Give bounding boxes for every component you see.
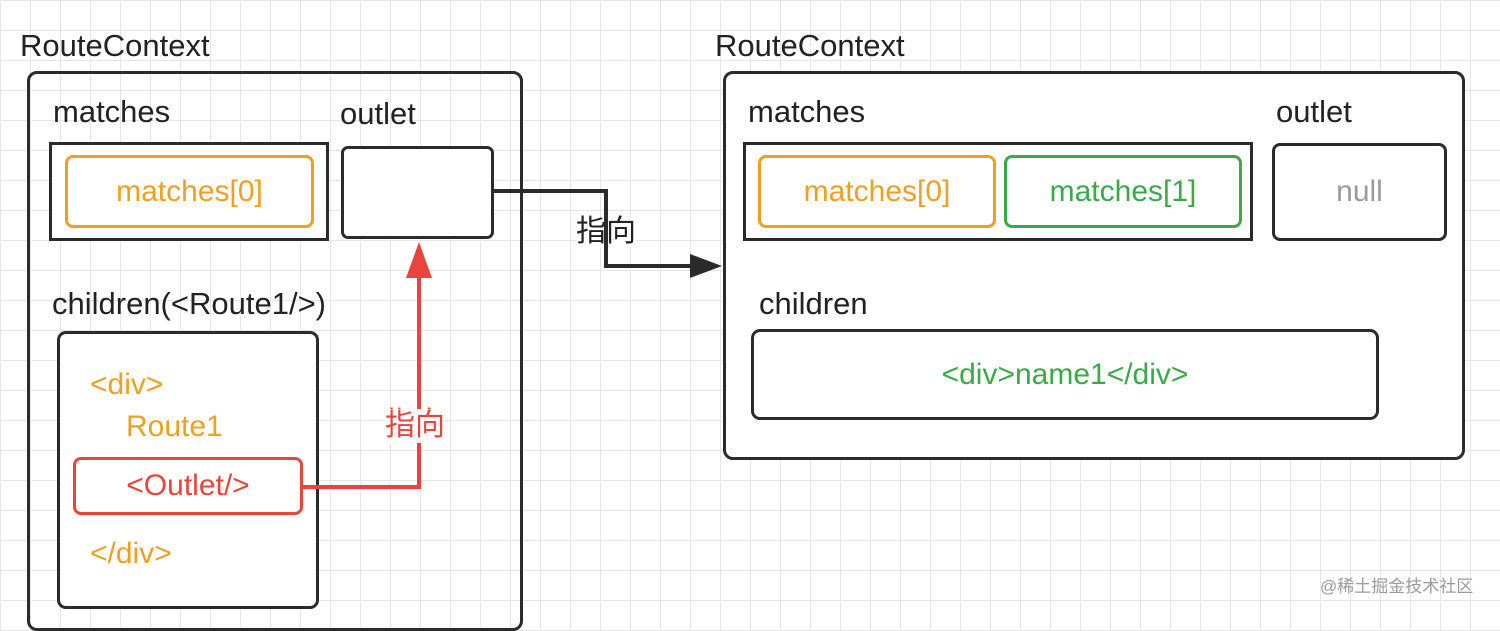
right-children-label: children [759,286,868,321]
left-context-title: RouteContext [20,28,210,63]
outlet-to-context-arrow [494,189,690,268]
left-children-label: children(<Route1/>) [52,286,326,321]
outlet-component-arrow [303,277,421,489]
outlet-component-arrowhead [406,242,432,278]
right-matches-label: matches [748,94,866,129]
left-matches-label: matches [53,94,171,129]
right-match-0: matches[0] [758,155,996,228]
right-match-1: matches[1] [1004,155,1242,228]
red-arrow-label-overlay: 指向 [385,409,445,443]
right-context-title: RouteContext [715,28,905,63]
outlet-to-context-arrowhead [690,254,722,278]
code-div-open: <div> [90,368,164,401]
right-children-content: <div>name1</div> [751,329,1379,420]
arrows-layer [303,189,722,489]
outlet-component: <Outlet/> [73,457,303,515]
code-route1: Route1 [126,410,223,443]
code-div-close: </div> [90,537,172,570]
left-outlet-box [341,146,494,239]
right-outlet-null: null [1272,143,1447,241]
left-outlet-label: outlet [340,96,416,131]
right-outlet-label: outlet [1276,94,1352,129]
watermark: @稀土掘金技术社区 [1320,577,1474,596]
left-match-0: matches[0] [65,155,314,228]
